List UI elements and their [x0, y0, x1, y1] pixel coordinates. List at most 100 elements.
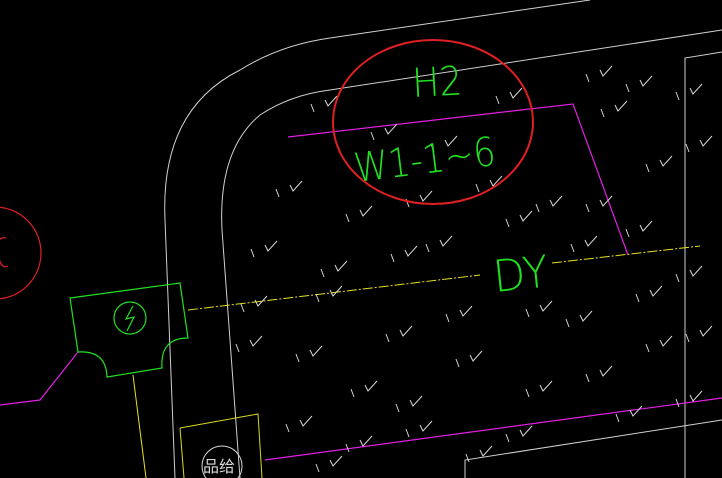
grass-tick-icon	[299, 415, 313, 427]
grass-stroke	[430, 143, 435, 153]
grass-stroke	[345, 213, 350, 223]
grass-stroke	[345, 443, 350, 453]
label-h2[interactable]: H2	[411, 58, 463, 107]
grass-tick-icon	[329, 285, 343, 297]
grass-tick-icon	[324, 95, 338, 107]
grass-tick-icon	[254, 295, 268, 307]
grass-stroke	[645, 163, 650, 173]
grass-tick-icon	[689, 265, 703, 277]
grass-stroke	[275, 188, 280, 198]
grass-stroke	[405, 428, 410, 438]
grass-stroke	[570, 243, 575, 253]
grass-stroke	[235, 343, 240, 353]
grass-stroke	[585, 73, 590, 83]
grass-stroke	[350, 388, 355, 398]
grass-stroke	[240, 303, 245, 313]
grass-tick-icon	[639, 75, 653, 87]
grass-stroke	[635, 293, 640, 303]
grass-tick-icon	[419, 190, 433, 202]
grass-tick-icon	[469, 350, 483, 362]
lightning-icon	[124, 305, 136, 332]
grass-stroke	[385, 333, 390, 343]
road-outline	[164, 0, 722, 478]
grass-stroke	[565, 318, 570, 328]
grass-stroke	[685, 333, 690, 343]
grass-stroke	[625, 83, 630, 93]
cable-line	[132, 245, 701, 478]
grass-stroke	[675, 398, 680, 408]
grass-stroke	[250, 248, 255, 258]
grass-tick-icon	[519, 425, 533, 437]
electrical-box[interactable]	[69, 282, 189, 378]
grass-tick-icon	[659, 155, 673, 167]
grass-tick-icon	[439, 235, 453, 247]
grass-stroke	[585, 203, 590, 213]
grass-tick-icon	[649, 285, 663, 297]
grass-tick-icon	[629, 405, 643, 417]
grass-stroke	[505, 218, 510, 228]
grass-tick-icon	[444, 135, 458, 147]
grass-tick-icon	[404, 245, 418, 257]
highlight-ellipse	[332, 39, 534, 205]
lightning-symbol-circle	[113, 301, 147, 335]
grass-tick-icon	[399, 325, 413, 337]
grass-tick-icon	[599, 365, 613, 377]
grass-stroke	[370, 131, 375, 141]
grass-stroke	[495, 95, 500, 105]
grass-stroke	[465, 453, 470, 463]
grass-tick-icon	[599, 195, 613, 207]
grass-tick-icon	[599, 65, 613, 77]
grass-tick-icon	[659, 335, 673, 347]
grass-stroke	[445, 313, 450, 323]
grass-tick-icon	[614, 100, 628, 112]
grass-stroke	[295, 353, 300, 363]
grass-stroke	[535, 203, 540, 213]
grass-stroke	[525, 308, 530, 318]
grass-stroke	[600, 108, 605, 118]
grass-stroke	[320, 268, 325, 278]
grass-stroke	[505, 433, 510, 443]
grass-tick-icon	[689, 83, 703, 95]
grass-tick-icon	[519, 210, 533, 222]
grass-tick-icon	[459, 305, 473, 317]
grass-tick-icon	[489, 175, 503, 187]
grass-stroke	[315, 463, 320, 473]
grass-stroke	[585, 373, 590, 383]
grass-stroke	[395, 403, 400, 413]
grass-stroke	[425, 243, 430, 253]
grass-stroke	[285, 423, 290, 433]
grass-stroke	[645, 343, 650, 353]
grass-tick-icon	[539, 300, 553, 312]
grass-stroke	[455, 358, 460, 368]
grass-tick-icon	[699, 135, 713, 147]
grass-tick-icon	[409, 395, 423, 407]
grass-tick-icon	[419, 420, 433, 432]
grass-stroke	[625, 228, 630, 238]
fragment-symbol	[201, 445, 243, 478]
grass-tick-icon	[549, 195, 563, 207]
grass-tick-icon	[309, 345, 323, 357]
grass-tick-icon	[249, 335, 263, 347]
grass-tick-icon	[329, 455, 343, 467]
bottom-frame	[179, 413, 263, 478]
red-symbol-partial	[0, 206, 42, 300]
grass-stroke	[315, 293, 320, 303]
grass-hatch-layer	[235, 65, 713, 473]
grass-tick-icon	[689, 390, 703, 402]
grass-stroke	[615, 413, 620, 423]
grass-stroke	[525, 388, 530, 398]
grass-tick-icon	[384, 123, 398, 135]
grass-tick-icon	[359, 435, 373, 447]
grass-tick-icon	[289, 180, 303, 192]
grass-stroke	[675, 273, 680, 283]
fragment-label: 品给	[203, 457, 235, 476]
grass-stroke	[390, 253, 395, 263]
grass-tick-icon	[359, 205, 373, 217]
grass-tick-icon	[479, 445, 493, 457]
grass-stroke	[685, 143, 690, 153]
grass-tick-icon	[509, 87, 523, 99]
label-dy[interactable]: DY	[491, 246, 551, 302]
grass-tick-icon	[579, 310, 593, 322]
grass-stroke	[675, 91, 680, 101]
